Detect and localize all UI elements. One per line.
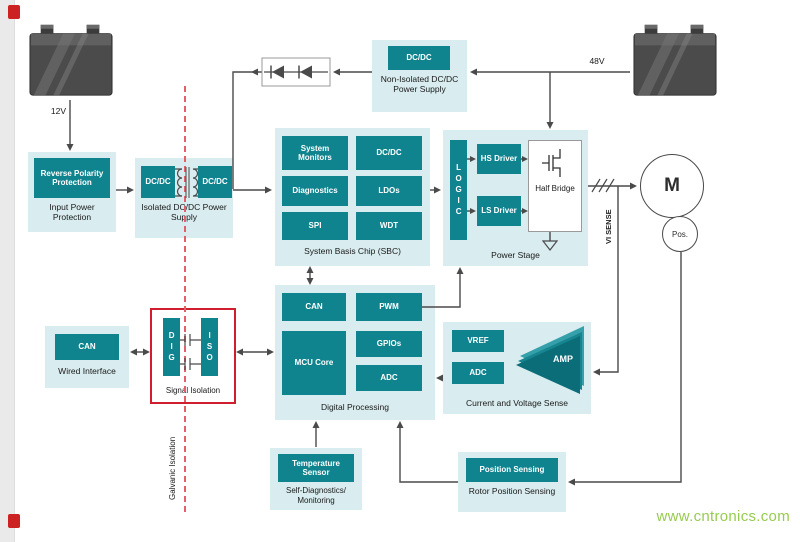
site-mark-bottom-left xyxy=(8,514,20,528)
vref-chip: VREF xyxy=(452,330,504,352)
motor: M xyxy=(640,154,704,218)
mcu-core-chip: MCU Core xyxy=(282,331,346,395)
wire-rotor-to-dp xyxy=(399,425,458,483)
pwm-chip: PWM xyxy=(356,293,422,321)
battery-48v-icon xyxy=(633,24,717,96)
cvs-adc-chip: ADC xyxy=(452,362,504,384)
temperature-sensor-chip: Temperature Sensor xyxy=(278,454,354,482)
wire-diodes-to-rail xyxy=(232,71,262,189)
logic-chip: LOGIC xyxy=(450,140,467,240)
iso-chip: ISO xyxy=(201,318,218,376)
site-mark-top-left xyxy=(8,5,20,19)
left-edge-strip xyxy=(0,0,15,542)
voltage-48v-label: 48V xyxy=(589,56,605,66)
current-voltage-sense-label: Current and Voltage Sense xyxy=(465,398,569,408)
diode-pair-icon xyxy=(261,57,331,87)
battery-12v-icon xyxy=(29,24,113,96)
wired-can-chip: CAN xyxy=(55,334,119,360)
dp-can-chip: CAN xyxy=(282,293,346,321)
hs-driver-chip: HS Driver xyxy=(477,144,521,174)
voltage-12v-label: 12V xyxy=(50,106,66,116)
signal-isolation-label: Signal Isolation xyxy=(165,386,221,395)
power-stage-label: Power Stage xyxy=(491,250,540,260)
sbc-label: System Basis Chip (SBC) xyxy=(304,246,401,256)
three-phase-slashes xyxy=(591,178,615,193)
reverse-polarity-chip: Reverse Polarity Protection xyxy=(34,158,110,198)
ldos-chip: LDOs xyxy=(356,176,422,206)
system-monitors-chip: System Monitors xyxy=(282,136,348,170)
amp-icon xyxy=(516,326,584,394)
dig-chip: DIG xyxy=(163,318,180,376)
wired-interface-label: Wired Interface xyxy=(58,366,116,376)
isolated-dcdc-left-chip: DC/DC xyxy=(141,166,175,198)
non-isolated-supply-label: Non-Isolated DC/DC Power Supply xyxy=(380,74,459,95)
dp-adc-chip: ADC xyxy=(356,365,422,391)
amp-label: AMP xyxy=(553,354,573,364)
wdt-chip: WDT xyxy=(356,212,422,240)
rotor-position-label: Rotor Position Sensing xyxy=(468,486,556,496)
watermark: www.cntronics.com xyxy=(656,508,790,525)
position-sensor: Pos. xyxy=(662,216,698,252)
spi-chip: SPI xyxy=(282,212,348,240)
non-isolated-dcdc-chip: DC/DC xyxy=(388,46,450,70)
position-sensing-chip: Position Sensing xyxy=(466,458,558,482)
diagnostics-chip: Diagnostics xyxy=(282,176,348,206)
motor-label: M xyxy=(664,175,680,196)
sbc-dcdc-chip: DC/DC xyxy=(356,136,422,170)
ls-driver-chip: LS Driver xyxy=(477,196,521,226)
galvanic-isolation-line xyxy=(184,86,186,512)
input-protection-label: Input Power Protection xyxy=(49,202,95,223)
digital-processing-label: Digital Processing xyxy=(320,402,390,412)
gpios-chip: GPIOs xyxy=(356,331,422,357)
half-bridge-label: Half Bridge xyxy=(535,184,575,193)
position-label: Pos. xyxy=(671,229,688,239)
self-diagnostics-label: Self-Diagnostics/ Monitoring xyxy=(285,486,347,505)
isolated-dcdc-right-chip: DC/DC xyxy=(198,166,232,198)
galvanic-isolation-label: Galvanic Isolation xyxy=(168,436,177,500)
vi-sense-label: VI SENSE xyxy=(604,209,613,245)
